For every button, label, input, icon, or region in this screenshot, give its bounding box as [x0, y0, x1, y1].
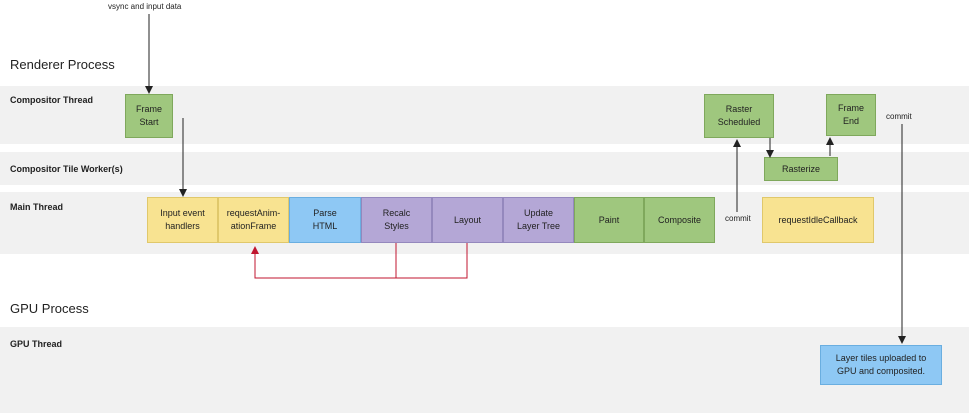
commit-note-top: commit — [886, 112, 912, 121]
gpu-process-title: GPU Process — [10, 301, 89, 316]
paint-box: Paint — [574, 197, 644, 243]
commit-note-main: commit — [725, 214, 751, 223]
compositor-thread-label: Compositor Thread — [10, 95, 94, 105]
gpu-thread-band — [0, 327, 969, 413]
recalc-styles-box: Recalc Styles — [361, 197, 432, 243]
input-event-handlers-box: Input event handlers — [147, 197, 218, 243]
parse-html-box: Parse HTML — [289, 197, 361, 243]
layer-tiles-box: Layer tiles uploaded to GPU and composit… — [820, 345, 942, 385]
gpu-thread-label: GPU Thread — [10, 339, 63, 349]
tile-worker-label: Compositor Tile Worker(s) — [10, 164, 123, 174]
request-animation-frame-box: requestAnim- ationFrame — [218, 197, 289, 243]
main-thread-label: Main Thread — [10, 202, 64, 212]
frame-end-box: Frame End — [826, 94, 876, 136]
frame-start-box: Frame Start — [125, 94, 173, 138]
renderer-process-title: Renderer Process — [10, 57, 115, 72]
composite-box: Composite — [644, 197, 715, 243]
raster-scheduled-box: Raster Scheduled — [704, 94, 774, 138]
layout-box: Layout — [432, 197, 503, 243]
forced-layout-loop-arrow — [251, 243, 468, 279]
vsync-note: vsync and input data — [108, 2, 182, 11]
rasterize-box: Rasterize — [764, 157, 838, 181]
update-layer-tree-box: Update Layer Tree — [503, 197, 574, 243]
request-idle-callback-box: requestIdleCallback — [762, 197, 874, 243]
